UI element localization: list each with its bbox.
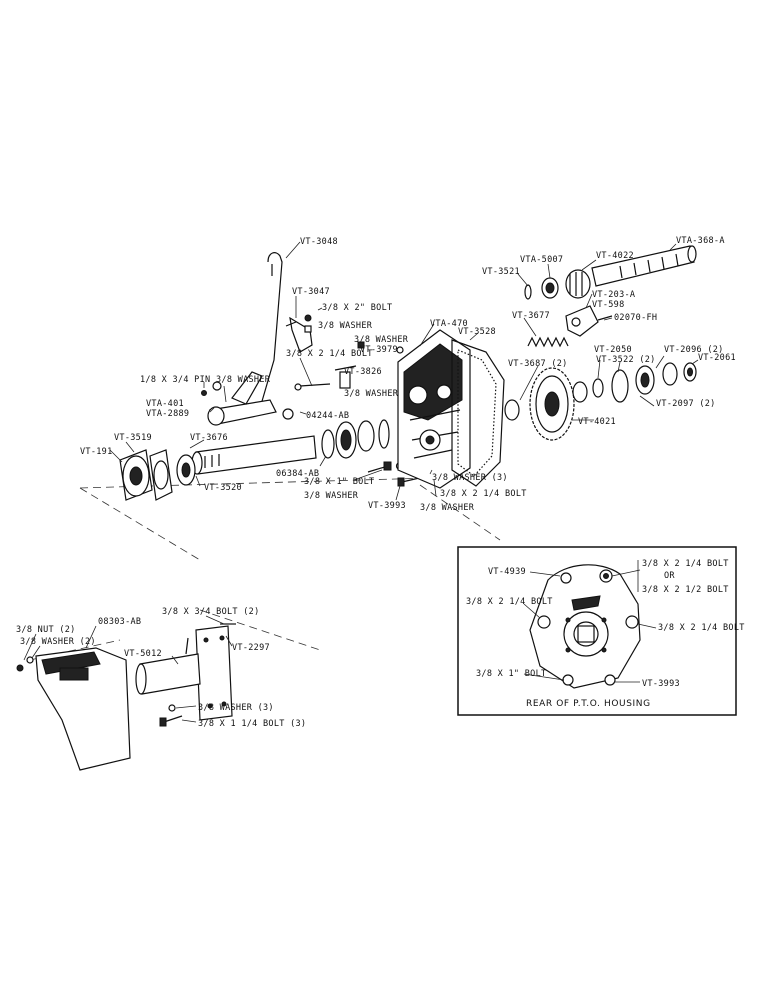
label-vta470: VTA-470 <box>430 319 468 329</box>
label-washer-a: 3/8 WASHER <box>318 321 373 331</box>
plate-vt2297 <box>195 623 236 721</box>
output-shaft-vta368a <box>524 245 697 300</box>
label-vt3521: VT-3521 <box>482 267 520 277</box>
label-washer-c: 3/8 WASHER <box>344 389 399 399</box>
bracket-vt3047 <box>285 314 313 353</box>
label-vt3522: VT-3522 (2) <box>596 355 656 365</box>
label-vt3993-a: VT-3993 <box>368 501 406 511</box>
label-vta368a: VTA-368-A <box>676 236 725 246</box>
lever-rod-vt3048 <box>257 252 283 416</box>
inset-label-bolt-b: 3/8 X 2 1/2 BOLT <box>642 585 729 595</box>
label-06384: 06384-AB <box>276 469 319 479</box>
label-vt3519: VT-3519 <box>114 433 152 443</box>
label-vt3677: VT-3677 <box>512 311 550 321</box>
label-nut: 3/8 NUT (2) <box>16 625 76 635</box>
label-vt3826: VT-3826 <box>344 367 382 377</box>
label-vt3520: VT-3520 <box>204 483 242 493</box>
label-vt2097: VT-2097 (2) <box>656 399 716 409</box>
label-vt3048: VT-3048 <box>300 237 338 247</box>
inset-label-bolt-left: 3/8 X 2 1/4 BOLT <box>466 597 553 607</box>
label-vt203a: VT-203-A <box>592 290 635 300</box>
label-washer-e: 3/8 WASHER <box>304 491 359 501</box>
input-shaft-vt3676 <box>176 435 317 486</box>
label-vt3047: VT-3047 <box>292 287 330 297</box>
label-vt3676: VT-3676 <box>190 433 228 443</box>
inset-label-vt4939: VT-4939 <box>488 567 526 577</box>
label-pin: 1/8 X 3/4 PIN <box>140 375 210 385</box>
label-washer-3: 3/8 WASHER (3) <box>432 473 508 483</box>
label-bolt-3-8x1: 3/8 X 1" BOLT <box>304 477 374 487</box>
label-vta401: VTA-401 <box>146 399 184 409</box>
label-bolt-3-8x3-4: 3/8 X 3/4 BOLT (2) <box>162 607 260 617</box>
label-vt191: VT-191 <box>80 447 113 457</box>
label-bolt-3-8x2-1-4: 3/8 X 2 1/4 BOLT <box>286 349 373 359</box>
label-vt2297: VT-2297 <box>232 643 270 653</box>
inset-label-bolt-bottom: 3/8 X 1" BOLT <box>476 669 546 679</box>
part-labels: VT-3048 VT-3047 3/8 X 2" BOLT 3/8 WASHER… <box>16 236 736 729</box>
spring-vt3677 <box>527 336 569 348</box>
label-vt4021: VT-4021 <box>578 417 616 427</box>
inset-caption: REAR OF P.T.O. HOUSING <box>526 699 651 709</box>
label-vta5007: VTA-5007 <box>520 255 563 265</box>
label-washer-d: 3/8 WASHER <box>216 375 271 385</box>
bearings-06384 <box>321 419 390 459</box>
label-vt3528: VT-3528 <box>458 327 496 337</box>
inset-label-bolt-a: 3/8 X 2 1/4 BOLT <box>642 559 729 569</box>
label-02070: 02070-FH <box>614 313 657 323</box>
gear-vt4021 <box>504 367 575 441</box>
shifter-vt203a <box>565 305 613 337</box>
label-washer-3b: 3/8 WASHER (3) <box>198 703 274 713</box>
inset-label-vt3993: VT-3993 <box>642 679 680 689</box>
label-washer-b: 3/8 WASHER <box>354 335 409 345</box>
flange-vt191 <box>119 449 153 501</box>
leader-lines <box>23 241 699 723</box>
shift-fork <box>201 341 404 426</box>
label-vt2061: VT-2061 <box>698 353 736 363</box>
pto-guard-08303 <box>16 647 131 771</box>
label-vt3687: VT-3687 (2) <box>508 359 568 369</box>
label-washer-f: 3/8 WASHER <box>420 503 475 513</box>
right-bearings <box>572 362 697 403</box>
label-bolt-3-8x2-1-4-b: 3/8 X 2 1/4 BOLT <box>440 489 527 499</box>
inset-rear-housing: VT-4939 3/8 X 2 1/4 BOLT OR 3/8 X 2 1/2 … <box>457 546 745 716</box>
label-vt4022: VT-4022 <box>596 251 634 261</box>
label-bolt-3-8x1-1-4: 3/8 X 1 1/4 BOLT (3) <box>198 719 306 729</box>
label-08303: 08303-AB <box>98 617 141 627</box>
label-vt2096: VT-2096 (2) <box>664 345 724 355</box>
label-bolt-3-8x2: 3/8 X 2" BOLT <box>322 303 392 313</box>
gasket-vt3519 <box>149 449 173 501</box>
label-vt5012: VT-5012 <box>124 649 162 659</box>
gasket-vt3528 <box>451 339 505 487</box>
inset-label-bolt-right: 3/8 X 2 1/4 BOLT <box>658 623 745 633</box>
label-washer2: 3/8 WASHER (2) <box>20 637 96 647</box>
guard-bolts <box>159 704 183 727</box>
label-vt2050: VT-2050 <box>594 345 632 355</box>
label-vt598: VT-598 <box>592 300 625 310</box>
label-04244: 04244-AB <box>306 411 349 421</box>
label-vta2889: VTA-2889 <box>146 409 189 419</box>
label-vt3979: VT-3979 <box>360 345 398 355</box>
inset-label-or: OR <box>664 571 675 581</box>
shaft-vt5012 <box>135 637 201 695</box>
